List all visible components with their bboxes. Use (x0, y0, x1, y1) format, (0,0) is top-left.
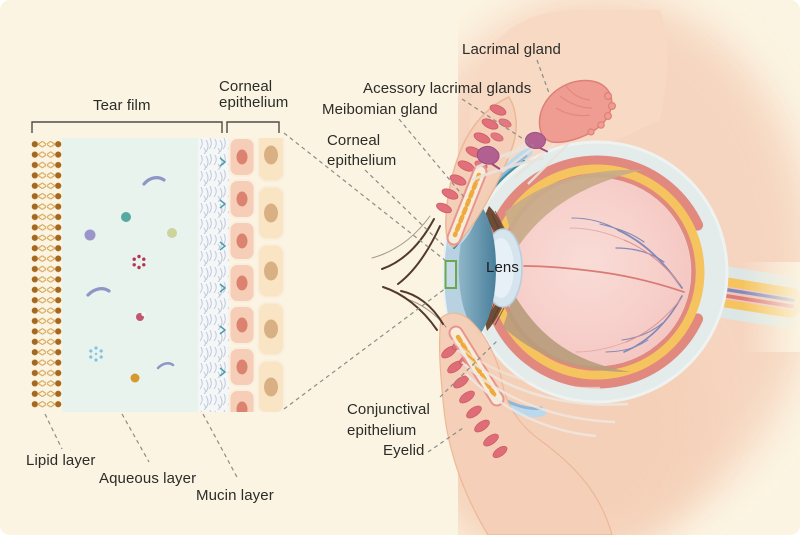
aqueous-layer-region (62, 138, 200, 412)
tear-film-panel (30, 121, 286, 412)
aqueous-particles (84, 176, 177, 383)
lacrimal-gland-shape (471, 79, 616, 185)
label-tear-film: Tear film (93, 97, 151, 114)
orbicularis-muscle-upper (436, 104, 512, 214)
label-lens: Lens (486, 259, 519, 276)
label-lipid-layer: Lipid layer (26, 452, 96, 469)
label-conjunctival-epithelium: Conjunctival epithelium (347, 401, 430, 439)
upper-eyelid (436, 96, 517, 248)
tear-film-bracket (31, 121, 280, 133)
mucin-junctions (219, 157, 227, 377)
label-corneal-epithelium-eye: Corneal epithelium (327, 132, 397, 169)
label-mucin-layer: Mucin layer (196, 487, 274, 504)
label-corneal-epithelium-panel: Corneal epithelium (219, 78, 289, 111)
label-aqueous-layer: Aqueous layer (99, 470, 197, 487)
eyelashes (371, 215, 447, 331)
eyeball (442, 140, 729, 404)
lipid-layer-region (30, 139, 63, 411)
label-lacrimal-gland: Lacrimal gland (462, 41, 561, 58)
tear-film-highlight-box (444, 260, 457, 289)
corneal-epithelium-cells (228, 138, 257, 412)
label-meibomian-gland: Meibomian gland (322, 101, 438, 118)
leader-lines (44, 59, 550, 480)
meibomian-gland-upper (446, 164, 488, 246)
accessory-lacrimal-glands-shape (476, 131, 549, 170)
lower-eyelid (438, 312, 629, 535)
label-eyelid: Eyelid (383, 442, 425, 459)
label-accessory-lacrimal-glands: Acessory lacrimal glands (363, 80, 532, 97)
